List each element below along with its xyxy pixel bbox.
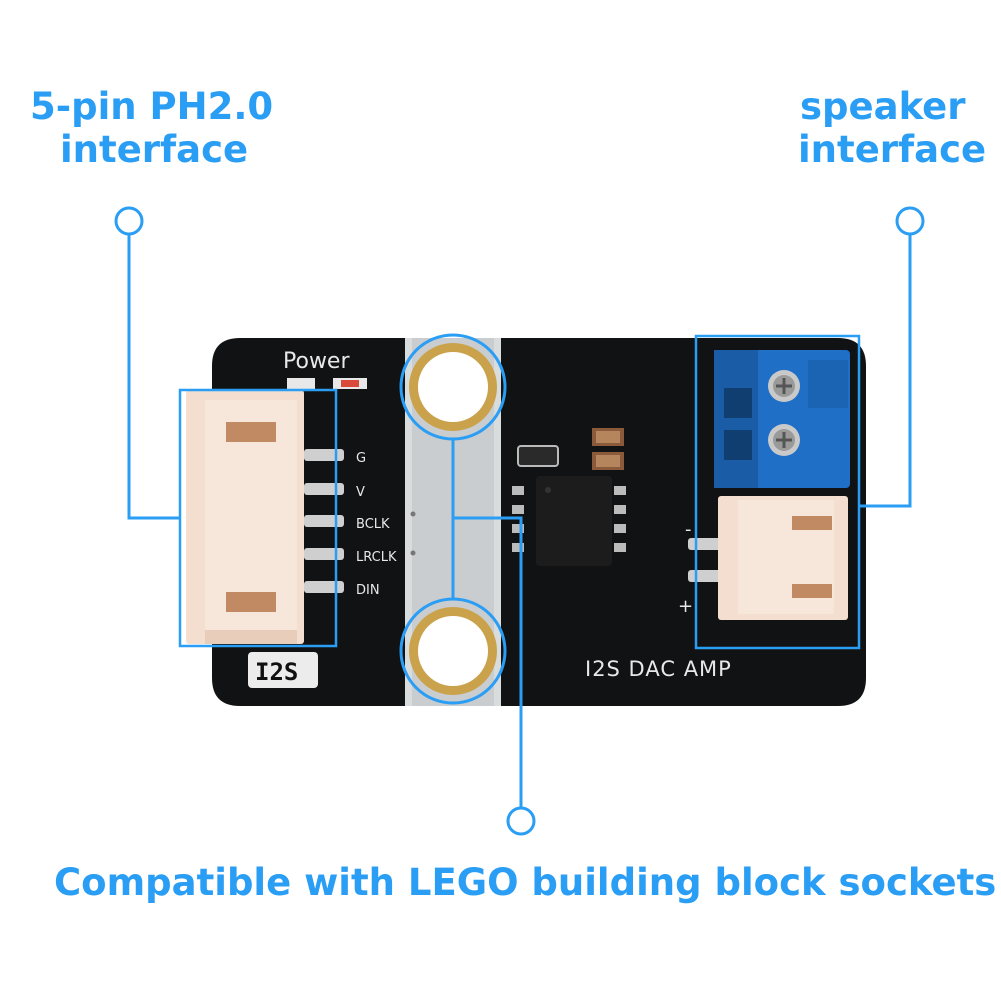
terminal-minus-mark: - <box>685 519 692 540</box>
pin-label-g: G <box>356 451 366 466</box>
power-led <box>287 378 315 389</box>
model-label: I2S DAC AMP <box>585 657 732 681</box>
top-mount-hole <box>409 343 497 431</box>
lego-callout: Compatible with LEGO building block sock… <box>54 861 997 904</box>
power-label: Power <box>283 349 350 374</box>
i2s-badge-label: I2S <box>255 658 298 686</box>
pin-label-v: V <box>356 485 365 500</box>
ph-interface-callout: 5-pin PH2.0 interface <box>30 85 274 171</box>
callout-lines <box>114 206 925 836</box>
ph20-connector <box>186 390 304 644</box>
speaker-line1: speaker <box>800 85 966 128</box>
pin-label-din: DIN <box>356 583 380 598</box>
pin-row <box>304 449 344 593</box>
ph-interface-line1: 5-pin PH2.0 <box>30 85 274 128</box>
pin-label-lrclk: LRCLK <box>356 550 397 565</box>
bottom-mount-hole <box>409 607 497 695</box>
i2s-badge <box>248 652 318 688</box>
terminal-plus-mark: + <box>678 596 693 617</box>
speaker-connector <box>718 496 848 620</box>
amp-chip <box>512 476 626 566</box>
pin-label-bclk: BCLK <box>356 517 390 532</box>
speaker-interface-callout: speaker interface <box>798 85 987 171</box>
ph-interface-line2: interface <box>60 127 249 171</box>
screw-terminal <box>714 350 850 488</box>
speaker-line2: interface <box>798 127 987 171</box>
